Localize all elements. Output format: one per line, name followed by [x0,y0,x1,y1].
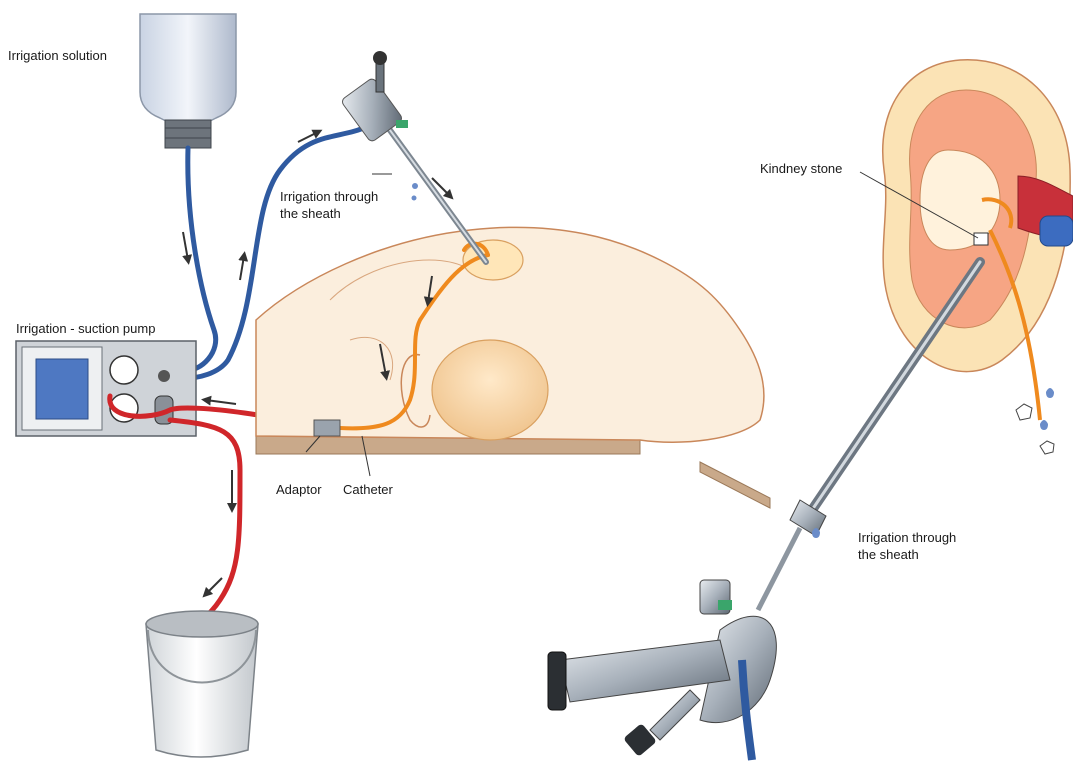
label-adaptor: Adaptor [276,481,322,498]
nephroscope-top [341,51,486,262]
label-irrigation-sheath-top-line2: the sheath [280,205,341,222]
drip-drops-top [412,183,419,201]
waste-bucket [146,611,258,757]
kidney-stone-marker [974,233,988,245]
stone-fragments [1016,388,1054,454]
label-kidney-stone: Kindney stone [760,160,842,177]
label-irrigation-sheath-bottom-line1: Irrigation through [858,529,956,546]
label-irrigation-sheath-bottom-line2: the sheath [858,546,919,563]
label-pump: Irrigation - suction pump [16,320,155,337]
operating-table [256,436,770,508]
patient-body [256,227,764,442]
label-catheter: Catheter [343,481,393,498]
label-irrigation-sheath-top-line1: Irrigation through [280,188,378,205]
adaptor [314,420,340,436]
label-irrigation-solution: Irrigation solution [8,47,107,64]
irrigation-bottle [140,14,236,148]
